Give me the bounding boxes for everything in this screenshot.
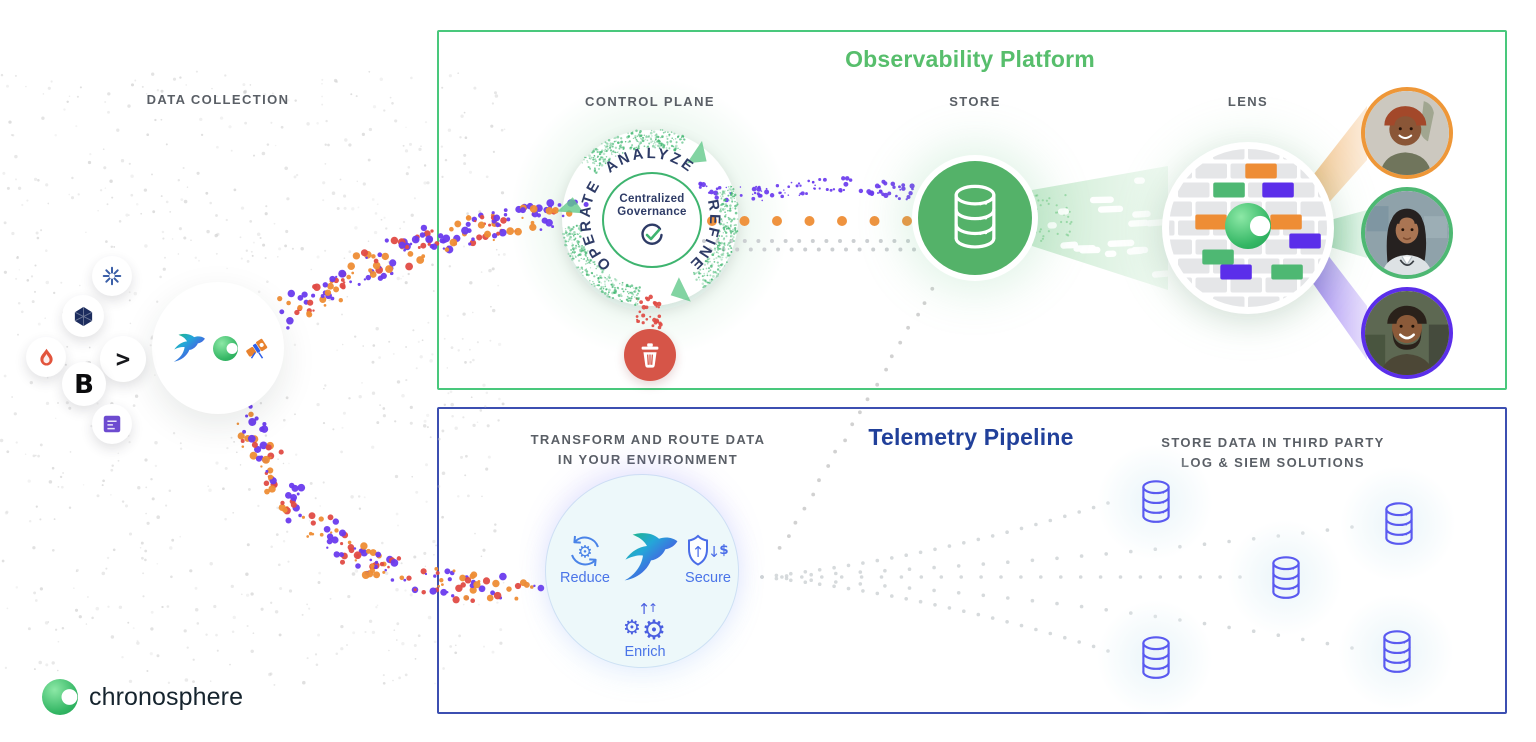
chronosphere-icon (42, 679, 78, 715)
check-circle-icon (641, 223, 663, 245)
control-plane-label: CONTROL PLANE (585, 94, 715, 109)
gear-cycle-icon: ⚙ (571, 535, 599, 567)
source-badge: B (62, 362, 106, 406)
reduce-label: Reduce (560, 570, 610, 586)
svg-text:↑: ↑ (648, 601, 658, 615)
polyhedron-icon (74, 306, 92, 326)
source-badge (92, 256, 132, 296)
svg-text:B: B (74, 370, 94, 399)
database-icon (1379, 629, 1415, 676)
letter-b-icon: B (74, 370, 94, 399)
governance-text: Governance (617, 205, 687, 218)
brand-name: chronosphere (89, 682, 244, 711)
observability-platform-title: Observability Platform (845, 46, 1095, 72)
flame-icon (39, 348, 53, 366)
avatar-user-3 (1361, 287, 1453, 379)
hummingbird-icon (168, 332, 206, 365)
database-icon (1381, 501, 1417, 548)
source-badge (26, 337, 66, 377)
prompt-icon: > (116, 345, 130, 373)
trash-bubble (624, 329, 676, 381)
shield-dollar-icon: ↑ ↓ $ (688, 534, 729, 566)
star-icon (102, 266, 122, 286)
lens-circle (1164, 144, 1332, 312)
telemetry-pipeline-title: Telemetry Pipeline (868, 424, 1074, 450)
chronosphere-icon (1225, 203, 1271, 249)
chronosphere-logo: chronosphere (42, 679, 243, 715)
svg-text:↓: ↓ (708, 543, 721, 561)
source-badge: > (100, 336, 146, 382)
avatar-user-1 (1361, 87, 1453, 179)
telescope-icon (245, 336, 269, 360)
dollar-glyph: $ (719, 542, 728, 558)
database-icon (1268, 555, 1304, 602)
store-circle (918, 161, 1032, 275)
chronosphere-icon (213, 336, 238, 361)
lens-label: LENS (1227, 94, 1269, 109)
data-collection-label: DATA COLLECTION (146, 92, 290, 107)
enrich-label: Enrich (624, 644, 666, 660)
stamp-icon (103, 415, 121, 433)
telemetry-pipeline-box (437, 407, 1507, 714)
source-badge (62, 295, 104, 337)
svg-text:⚙: ⚙ (623, 615, 641, 639)
control-plane-ring: ANALYZE REFINE OPERATE (577, 145, 721, 274)
transform-route-heading: TRANSFORM AND ROUTE DATA IN YOUR ENVIRON… (530, 432, 766, 467)
secure-label: Secure (685, 570, 731, 586)
third-party-heading: STORE DATA IN THIRD PARTY LOG & SIEM SOL… (1161, 435, 1385, 470)
svg-text:↑: ↑ (692, 543, 705, 561)
gears-up-icon: ↑ ↑ ⚙ ⚙ (623, 600, 666, 642)
database-icon (1138, 635, 1174, 682)
observability-platform-box (437, 30, 1507, 390)
data-sources-hub (152, 282, 284, 414)
database-icon (947, 183, 1003, 253)
svg-text:↑: ↑ (638, 600, 651, 618)
avatar-user-2 (1361, 187, 1453, 279)
pipeline-bird-icon (613, 530, 681, 586)
svg-text:⚙: ⚙ (577, 543, 592, 563)
centralized-governance-badge: Centralized Governance (602, 172, 702, 268)
store-label: STORE (949, 94, 1001, 109)
trash-icon (641, 343, 659, 368)
source-badge (92, 404, 132, 444)
svg-text:>: > (116, 345, 130, 373)
svg-text:⚙: ⚙ (642, 615, 666, 642)
governance-text: Centralized (619, 192, 685, 205)
database-icon (1138, 479, 1174, 526)
